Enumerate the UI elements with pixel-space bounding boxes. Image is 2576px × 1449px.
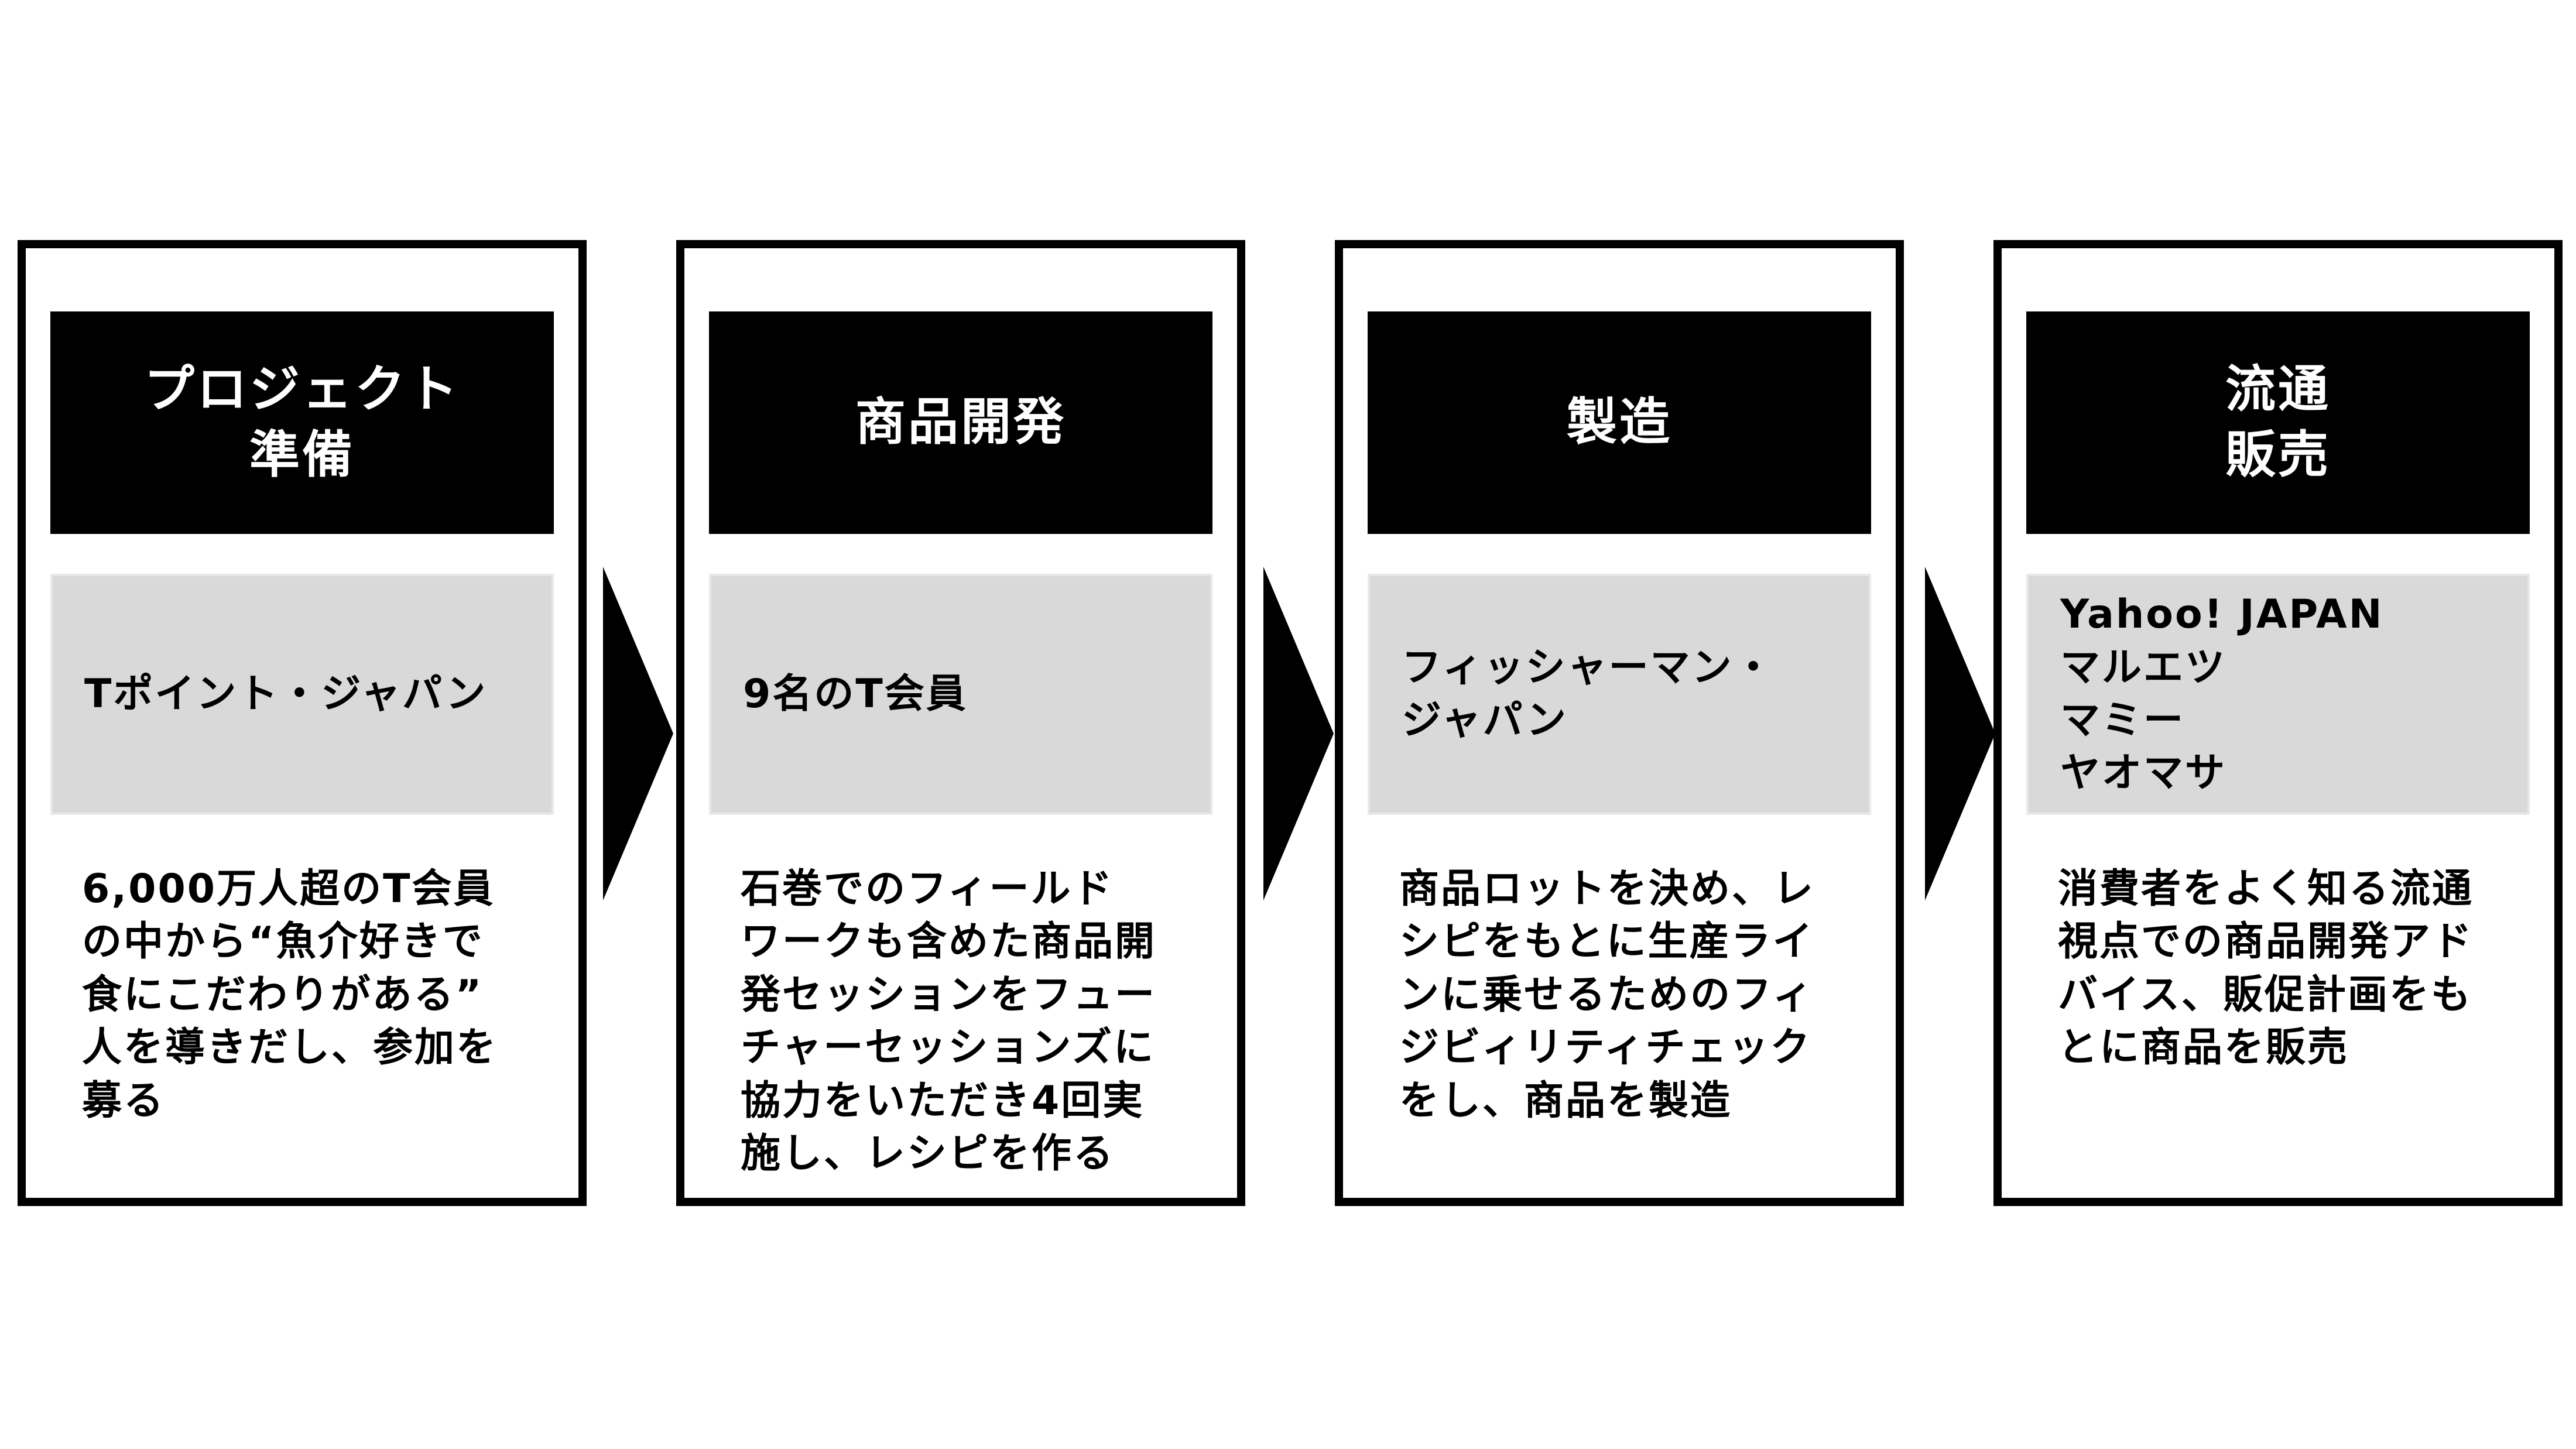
stage-desc-line: をし、商品を製造 <box>1399 1077 1732 1124</box>
stage-actor-line: マミー <box>2060 697 2186 744</box>
stage-desc-line: 消費者をよく知る流通 <box>2058 866 2474 912</box>
stage-desc-line: の中から“魚介好きで <box>82 919 484 965</box>
stage-actor-line: ジャパン <box>1402 697 1568 744</box>
stage-title-line: 準備 <box>249 426 355 484</box>
stage-title-line: 製造 <box>1567 393 1672 452</box>
stage-desc-line: 商品ロットを決め、レ <box>1399 866 1815 912</box>
flow-arrow-icon <box>603 567 673 900</box>
stage-actor-line: 9名のT会員 <box>743 670 968 717</box>
stage-desc-line: 6,000万人超のT会員 <box>82 866 495 912</box>
stage-card-project-prep: プロジェクト 準備 Tポイント・ジャパン 6,000万人超のT会員 の中から“魚… <box>18 240 587 1206</box>
stage-actor-line: ヤオマサ <box>2060 750 2227 797</box>
stage-desc-line: 発セッションをフュー <box>741 971 1157 1018</box>
stage-desc-line: 人を導きだし、参加を <box>82 1025 498 1071</box>
stage-actor-line: マルエツ <box>2060 644 2227 691</box>
stage-desc-line: 視点での商品開発アド <box>2058 919 2474 965</box>
stage-description: 6,000万人超のT会員 の中から“魚介好きで 食にこだわりがある” 人を導きだ… <box>82 863 550 1128</box>
stage-desc-line: ワークも含めた商品開 <box>741 919 1157 965</box>
stage-card-manufacturing: 製造 フィッシャーマン・ ジャパン 商品ロットを決め、レ シピをもとに生産ライ … <box>1335 240 1904 1206</box>
stage-actor-line: Yahoo! JAPAN <box>2060 591 2384 638</box>
stage-title-line: プロジェクト <box>144 360 460 419</box>
stage-desc-line: 食にこだわりがある” <box>82 971 484 1018</box>
stage-desc-line: 協力をいただき4回実 <box>741 1077 1145 1124</box>
stage-desc-line: とに商品を販売 <box>2058 1025 2349 1071</box>
stage-title-line: 商品開発 <box>855 393 1066 452</box>
stage-desc-line: 石巻でのフィールド <box>741 866 1114 912</box>
stage-desc-line: シピをもとに生産ライ <box>1399 919 1814 965</box>
stage-actor: Tポイント・ジャパン <box>50 574 554 815</box>
stage-actor: 9名のT会員 <box>709 574 1212 815</box>
stage-actor-line: Tポイント・ジャパン <box>84 670 488 717</box>
stage-header: 製造 <box>1368 311 1871 534</box>
stage-card-distribution-sales: 流通 販売 Yahoo! JAPAN マルエツ マミー ヤオマサ 消費者をよく知… <box>1993 240 2563 1206</box>
stage-desc-line: バイス、販促計画をも <box>2058 971 2472 1018</box>
stage-card-product-development: 商品開発 9名のT会員 石巻でのフィールド ワークも含めた商品開 発セッションを… <box>676 240 1245 1206</box>
stage-desc-line: ジビィリティチェック <box>1399 1025 1812 1071</box>
stage-header: 商品開発 <box>709 311 1212 534</box>
stage-header: プロジェクト 準備 <box>50 311 554 534</box>
stage-actor: Yahoo! JAPAN マルエツ マミー ヤオマサ <box>2026 574 2530 815</box>
stage-desc-line: チャーセッションズに <box>741 1025 1155 1071</box>
stage-description: 消費者をよく知る流通 視点での商品開発アド バイス、販促計画をも とに商品を販売 <box>2058 863 2526 1075</box>
stage-actor-line: フィッシャーマン・ <box>1402 644 1775 691</box>
stage-title-line: 流通 <box>2225 360 2331 419</box>
stage-description: 石巻でのフィールド ワークも含めた商品開 発セッションをフュー チャーセッション… <box>741 863 1209 1181</box>
stage-header: 流通 販売 <box>2026 311 2530 534</box>
stage-title-line: 販売 <box>2225 426 2331 484</box>
stage-desc-line: 募る <box>82 1077 166 1124</box>
stage-actor: フィッシャーマン・ ジャパン <box>1368 574 1871 815</box>
flow-arrow-icon <box>1925 567 1995 900</box>
flow-arrow-icon <box>1263 567 1334 900</box>
stage-desc-line: ンに乗せるためのフィ <box>1399 971 1814 1018</box>
stage-desc-line: 施し、レシピを作る <box>741 1131 1115 1177</box>
stage-description: 商品ロットを決め、レ シピをもとに生産ライ ンに乗せるためのフィ ジビィリティチ… <box>1399 863 1868 1128</box>
